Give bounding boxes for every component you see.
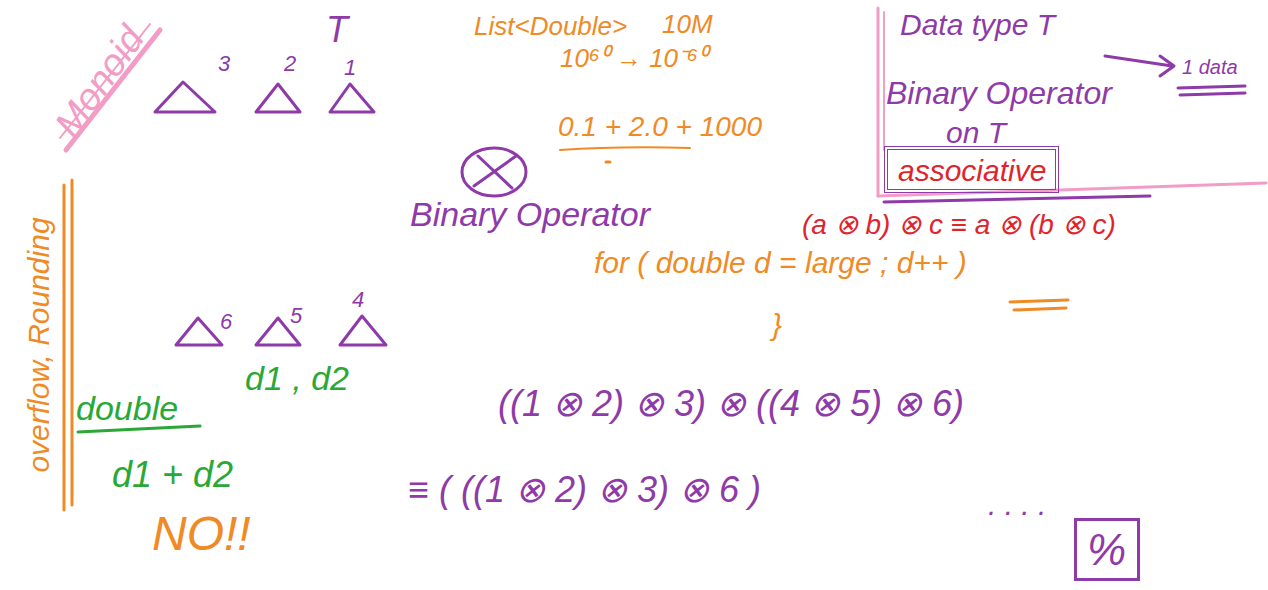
otimes-symbol [462, 148, 526, 196]
callout-number: 4 [352, 288, 364, 312]
dot [606, 161, 610, 164]
note-text: 1 data [1182, 56, 1238, 78]
formula: (a ⊗ b) ⊗ c ≡ a ⊗ (b ⊗ c) [802, 210, 1116, 241]
note-text: 10M [662, 10, 713, 39]
triangle [176, 318, 222, 345]
triangle [256, 84, 300, 112]
orange-underline [560, 147, 690, 150]
heading-text: on T [946, 116, 1006, 149]
pink-frame [883, 12, 885, 150]
purple-underline [884, 196, 1150, 202]
otimes-symbol [478, 156, 512, 188]
callout-number: 1 [344, 56, 356, 80]
triangle [340, 316, 386, 345]
formula: ((1 ⊗ 2) ⊗ 3) ⊗ ((4 ⊗ 5) ⊗ 6) [498, 384, 964, 424]
highlight-box: associative [884, 146, 1059, 193]
side-note: overflow, Rounding [22, 217, 55, 472]
code-expression: d1 + d2 [112, 455, 233, 495]
exclamation: NO!! [152, 508, 251, 561]
formula: ≡ ( ((1 ⊗ 2) ⊗ 3) ⊗ 6 ) [408, 470, 761, 510]
heading-text: Binary Operator [886, 76, 1112, 111]
callout-number: 2 [284, 52, 296, 76]
pink-frame [877, 8, 880, 196]
box-text: % [1087, 525, 1127, 576]
note-text: 0.1 + 2.0 + 1000 [558, 112, 762, 143]
code-word: double [76, 390, 178, 427]
arrow-head [1160, 56, 1174, 76]
orange-rule [63, 185, 66, 510]
code-brace: } [772, 308, 782, 341]
triangle [330, 84, 374, 112]
orange-rule [71, 180, 74, 505]
symbol-box: % [1074, 518, 1140, 581]
purple-underline [1180, 93, 1245, 95]
purple-underline [1178, 86, 1245, 88]
note-text: List<Double> [474, 12, 627, 41]
title-word: Monoid [47, 19, 153, 145]
callout-number: 3 [218, 52, 230, 76]
triangle [155, 82, 215, 112]
type-letter: T [326, 10, 348, 50]
heading-text: Data type T [900, 8, 1055, 41]
orange-underline [1010, 300, 1068, 302]
heading-text: Binary Operator [410, 196, 650, 233]
ellipsis: . . . . [988, 488, 1046, 521]
box-text: associative [898, 154, 1045, 189]
orange-underline [1014, 308, 1066, 310]
callout-number: 6 [220, 310, 232, 334]
callout-number: 5 [290, 304, 302, 328]
note-text: 10⁶⁰ → 10⁻⁶⁰ [560, 44, 707, 73]
code-word: d1 , d2 [245, 360, 349, 397]
code-line: for ( double d = large ; d++ ) [594, 246, 967, 279]
